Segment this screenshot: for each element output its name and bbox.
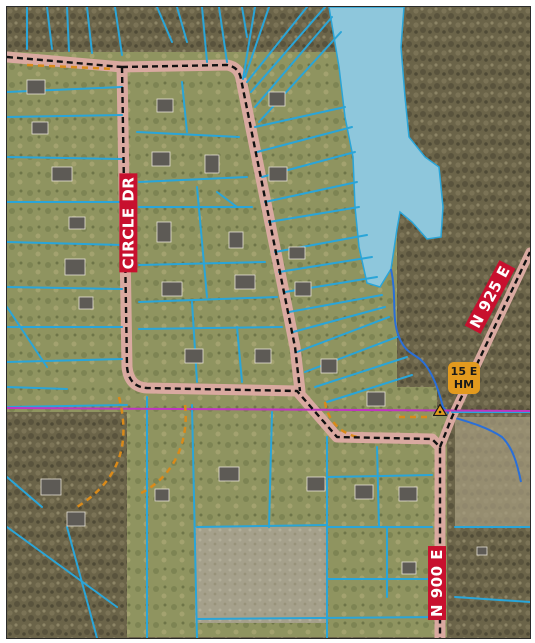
marker-line-1: 15 E [450, 365, 478, 378]
stream [390, 268, 522, 483]
warning-triangle-icon[interactable] [433, 404, 447, 416]
trails [26, 63, 432, 509]
aerial-map[interactable] [7, 7, 530, 638]
road-label-circle-dr: CIRCLE DR [119, 173, 138, 273]
highway-marker-badge[interactable]: 15 E HM [448, 362, 480, 394]
road-label-n900e: N 900 E [428, 545, 447, 621]
road-centerlines [7, 55, 530, 638]
open-field [195, 527, 327, 623]
parcel-lines [7, 7, 530, 638]
marker-line-2: HM [453, 378, 475, 391]
houses [26, 79, 488, 575]
map-frame: 15 E HM CIRCLE DR N 925 E N 900 E [6, 6, 531, 639]
east-field [455, 417, 530, 527]
